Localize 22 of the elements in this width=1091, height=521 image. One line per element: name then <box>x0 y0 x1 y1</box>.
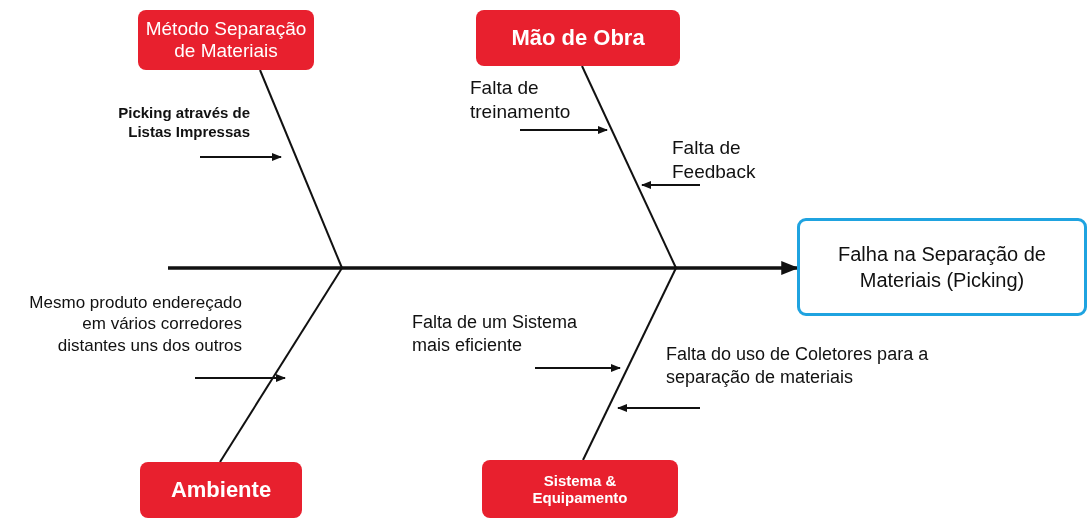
category-box: Sistema & Equipamento <box>482 460 678 518</box>
category-box: Mão de Obra <box>476 10 680 66</box>
bone-line <box>582 267 677 461</box>
arrow <box>199 153 282 161</box>
arrow <box>519 126 608 134</box>
arrow <box>641 181 701 189</box>
cause-text: Falta de um Sistema mais eficiente <box>412 311 579 356</box>
effect-box: Falha na Separação de Materiais (Picking) <box>797 218 1087 316</box>
cause-text: Falta do uso de Coletores para a separação de materiais <box>666 343 930 388</box>
cause-text: Mesmo produto endereçado em vários corredores distantes uns dos outros <box>28 292 242 356</box>
cause-text: Falta de treinamento <box>470 76 572 124</box>
bone-line <box>581 65 677 269</box>
cause-text: Falta de Feedback <box>672 136 757 184</box>
cause-text: Picking através de Listas Impressas <box>117 104 250 142</box>
arrow <box>617 404 701 412</box>
arrow <box>534 364 621 372</box>
arrow <box>194 374 286 382</box>
category-box: Método Separação de Materiais <box>138 10 314 70</box>
bone-line <box>259 69 343 269</box>
arrow <box>168 261 799 275</box>
category-box: Ambiente <box>140 462 302 518</box>
bone-line <box>219 267 343 463</box>
